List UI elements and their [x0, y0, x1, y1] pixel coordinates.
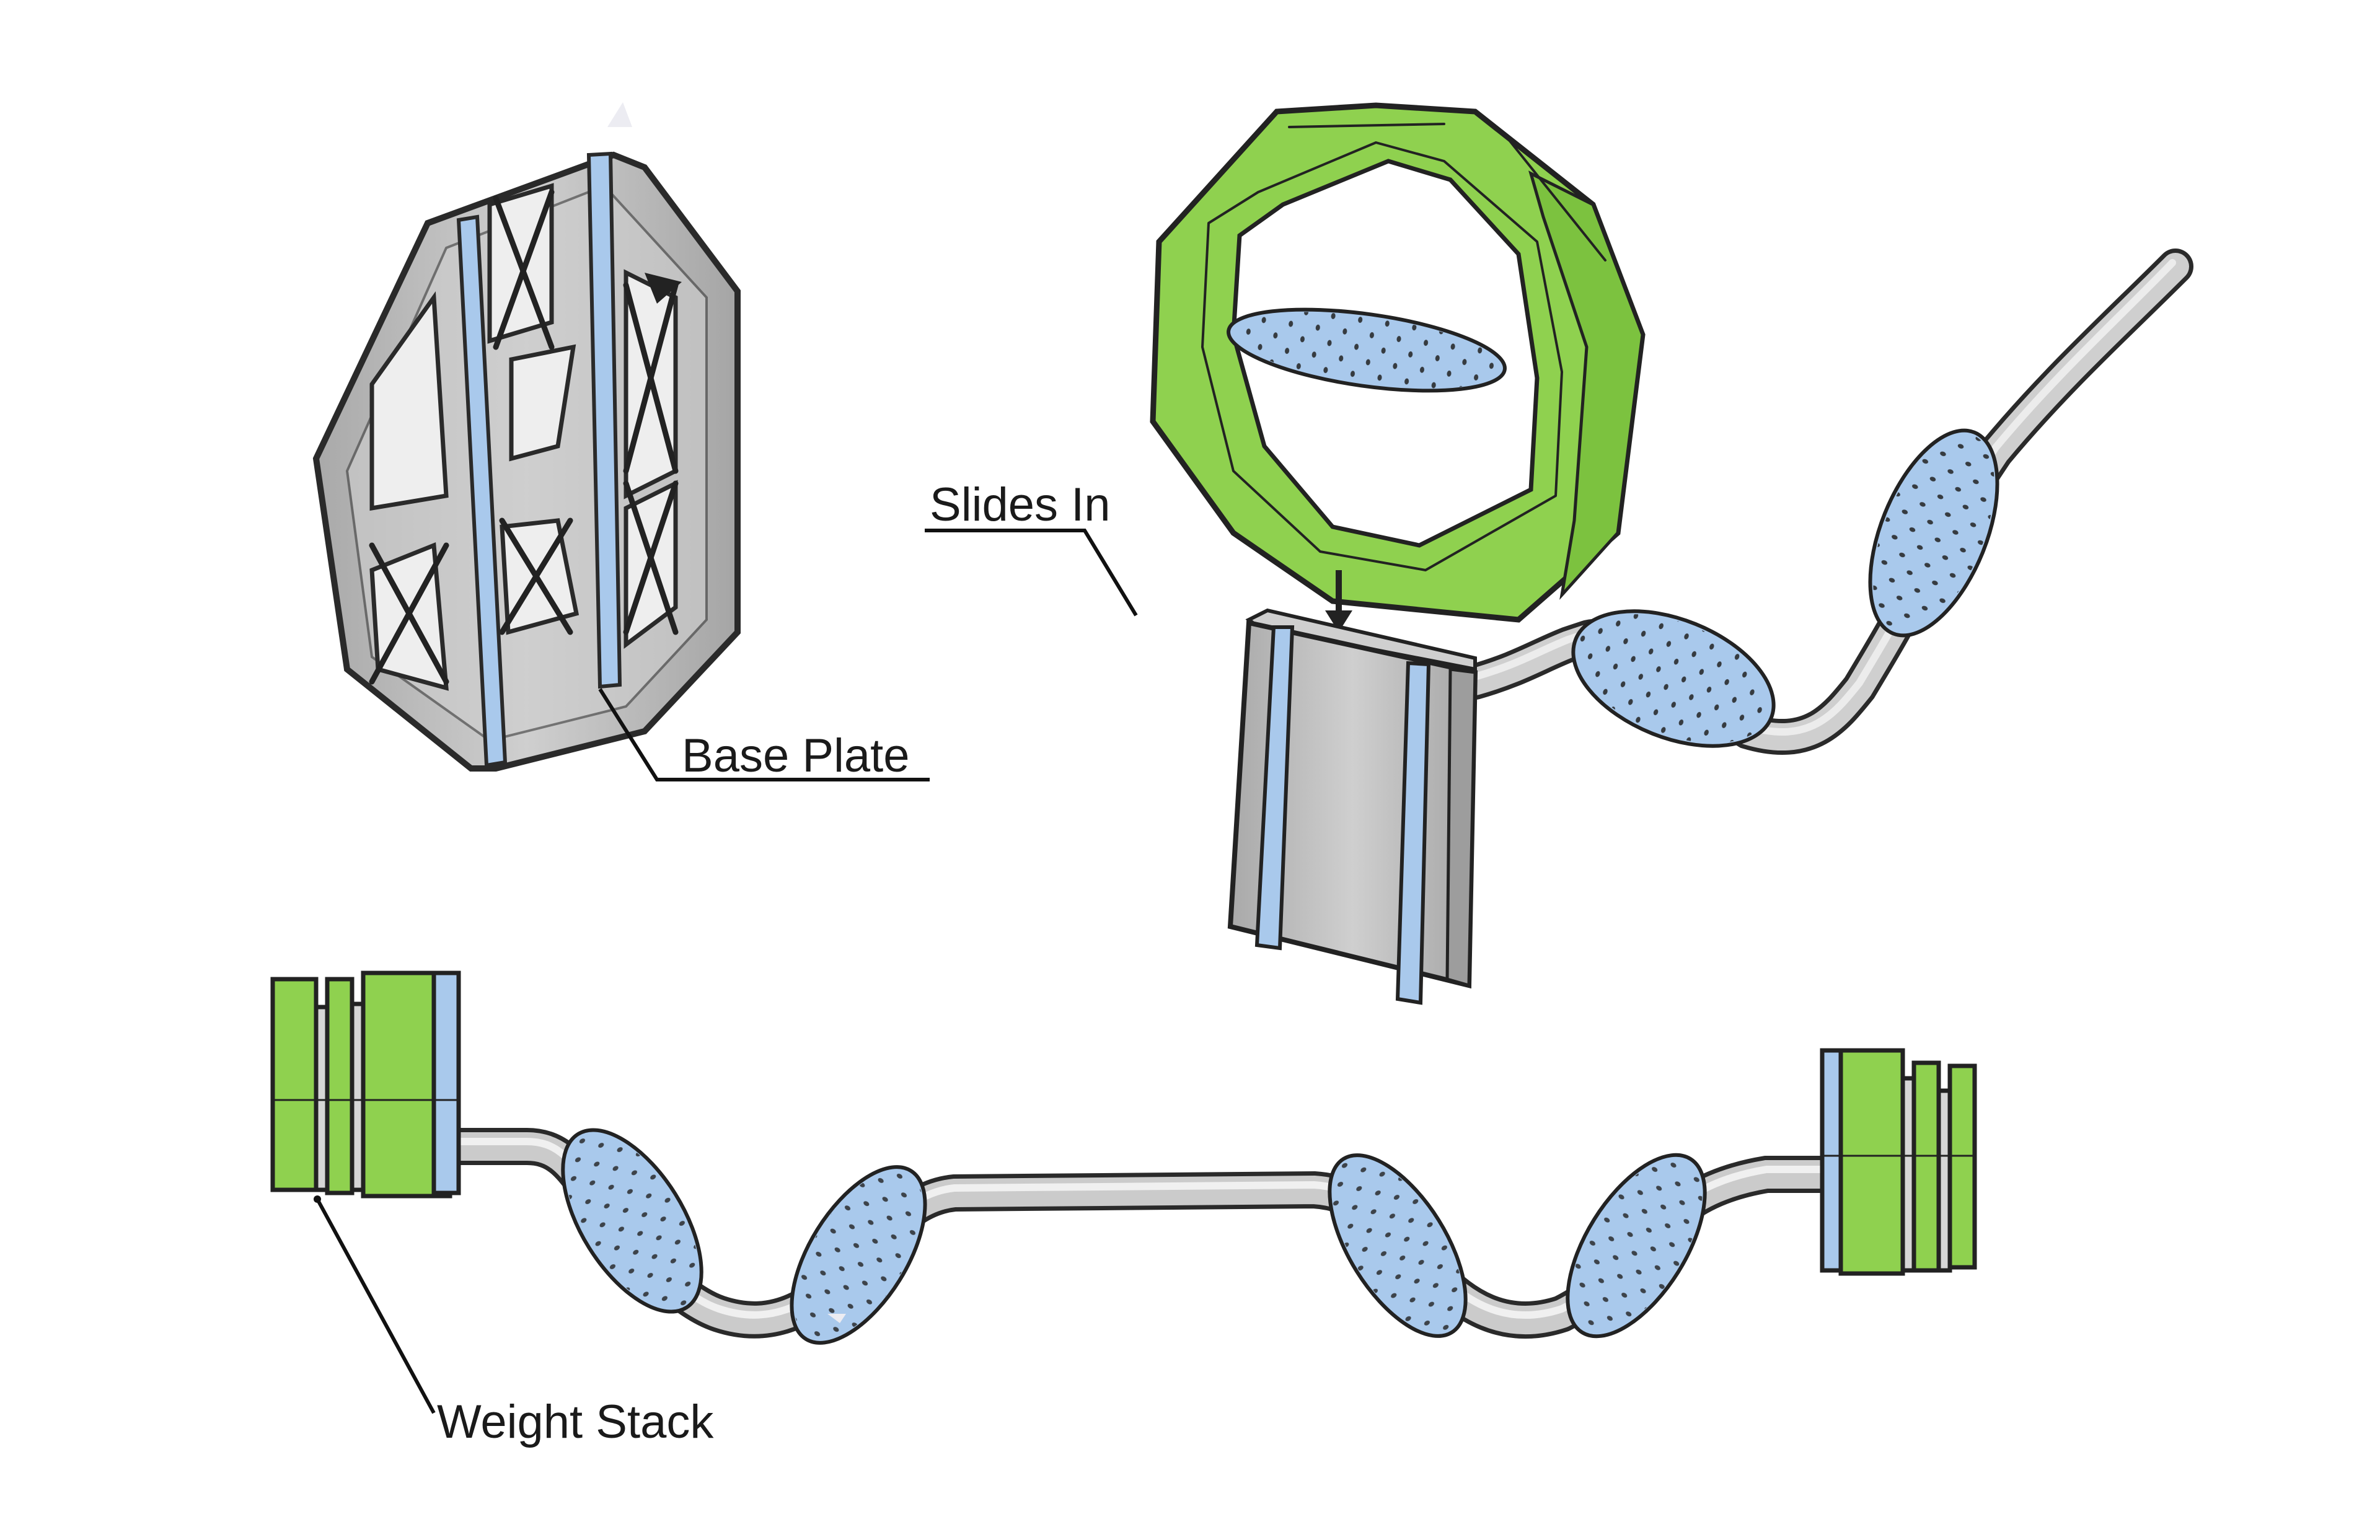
paper-smudge-bottom — [827, 1314, 846, 1323]
ring-grip — [1227, 307, 1507, 393]
callout-slides-in: Slides In — [925, 478, 1138, 617]
ring-bevel-lines — [1201, 123, 1606, 571]
label-base-plate: Base Plate — [682, 729, 910, 782]
barbell-grip-2 — [790, 1165, 927, 1345]
base-marker-arrowhead — [645, 273, 682, 304]
barbell-grip-4 — [1566, 1153, 1707, 1339]
label-weight-stack: Weight Stack — [437, 1396, 714, 1448]
leader-line-slides-in — [925, 529, 1138, 617]
slide-arrow — [1325, 570, 1352, 632]
handle-grip-1 — [1571, 609, 1776, 748]
slide-rail-left — [1254, 625, 1295, 951]
slide-rail-right — [1395, 661, 1431, 1005]
slide-plate-side — [1445, 667, 1477, 988]
callout-weight-stack: Weight Stack — [314, 1195, 714, 1448]
barbell-grip-3 — [1328, 1153, 1468, 1338]
base-rail-left — [456, 214, 508, 768]
base-rail-right — [586, 151, 622, 689]
base-plate-unit — [312, 102, 741, 772]
handle-grip-2 — [1868, 428, 1999, 638]
octagon-ring — [1150, 102, 1646, 623]
barbell — [270, 970, 1977, 1345]
weight-stack-right — [1820, 1048, 1977, 1276]
slide-plate-handle — [1227, 249, 2193, 1005]
weight-stack-left — [270, 970, 461, 1199]
paper-smudge — [607, 102, 632, 127]
ring-side-facet — [1528, 170, 1644, 601]
down-arrow-icon — [1325, 610, 1352, 632]
barbell-grip-1 — [561, 1128, 703, 1314]
leader-line-weight-stack — [315, 1198, 436, 1414]
x-braces — [369, 189, 679, 685]
label-slides-in: Slides In — [930, 478, 1111, 531]
callout-base-plate: Base Plate — [598, 688, 930, 782]
leader-line-base-plate — [598, 688, 930, 781]
